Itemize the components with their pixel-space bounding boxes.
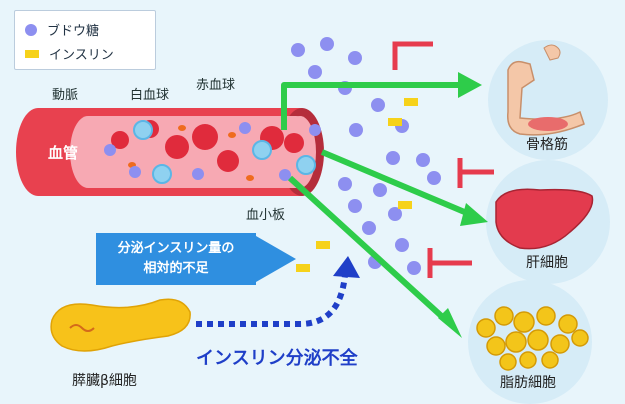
legend-insulin: インスリン — [25, 44, 114, 63]
insulin-legend-icon — [25, 49, 39, 58]
platelets — [128, 125, 254, 181]
fat-label: 脂肪細胞 — [500, 375, 556, 391]
pancreas-label: 膵臓β細胞 — [72, 373, 137, 389]
inhibition-symbols — [392, 41, 494, 278]
wbc-label: 白血球 — [130, 88, 170, 103]
liver-label: 肝細胞 — [526, 255, 568, 271]
secretion-label: インスリン分泌不全 — [196, 348, 358, 369]
red-blood-cells — [111, 120, 304, 172]
floating-glucose — [291, 37, 441, 275]
green-arrow-heads — [438, 72, 488, 338]
glucose-legend-icon — [25, 23, 37, 36]
legend-glucose-label: ブドウ糖 — [47, 24, 100, 39]
vessel-glucose — [104, 122, 321, 181]
artery-label: 動脈 — [52, 88, 79, 103]
secretion-arrow-head — [333, 256, 360, 278]
green-arrows — [281, 82, 476, 325]
legend-insulin-label: インスリン — [49, 48, 114, 63]
pancreas-icon — [50, 298, 191, 352]
muscle-icon — [507, 44, 585, 136]
insulin-deficiency-callout: 分泌インスリン量の 相対的不足 — [96, 233, 256, 285]
legend-glucose: ブドウ糖 — [25, 20, 99, 39]
legend: ブドウ糖 インスリン — [14, 10, 156, 70]
secretion-dotted-arrow — [196, 274, 348, 327]
fat-cells-icon — [476, 306, 589, 371]
liver-icon — [495, 188, 594, 250]
pancreas-duct — [69, 324, 95, 332]
vessel-label: 血管 — [48, 144, 79, 162]
callout-arrow — [256, 236, 296, 282]
white-blood-cells — [133, 120, 316, 184]
platelet-label: 血小板 — [246, 208, 286, 223]
muscle-label: 骨格筋 — [526, 137, 568, 153]
callout-line1: 分泌インスリン量の — [117, 241, 235, 256]
floating-insulin — [296, 98, 418, 272]
callout-line2: 相対的不足 — [143, 261, 209, 276]
rbc-label: 赤血球 — [196, 78, 236, 93]
